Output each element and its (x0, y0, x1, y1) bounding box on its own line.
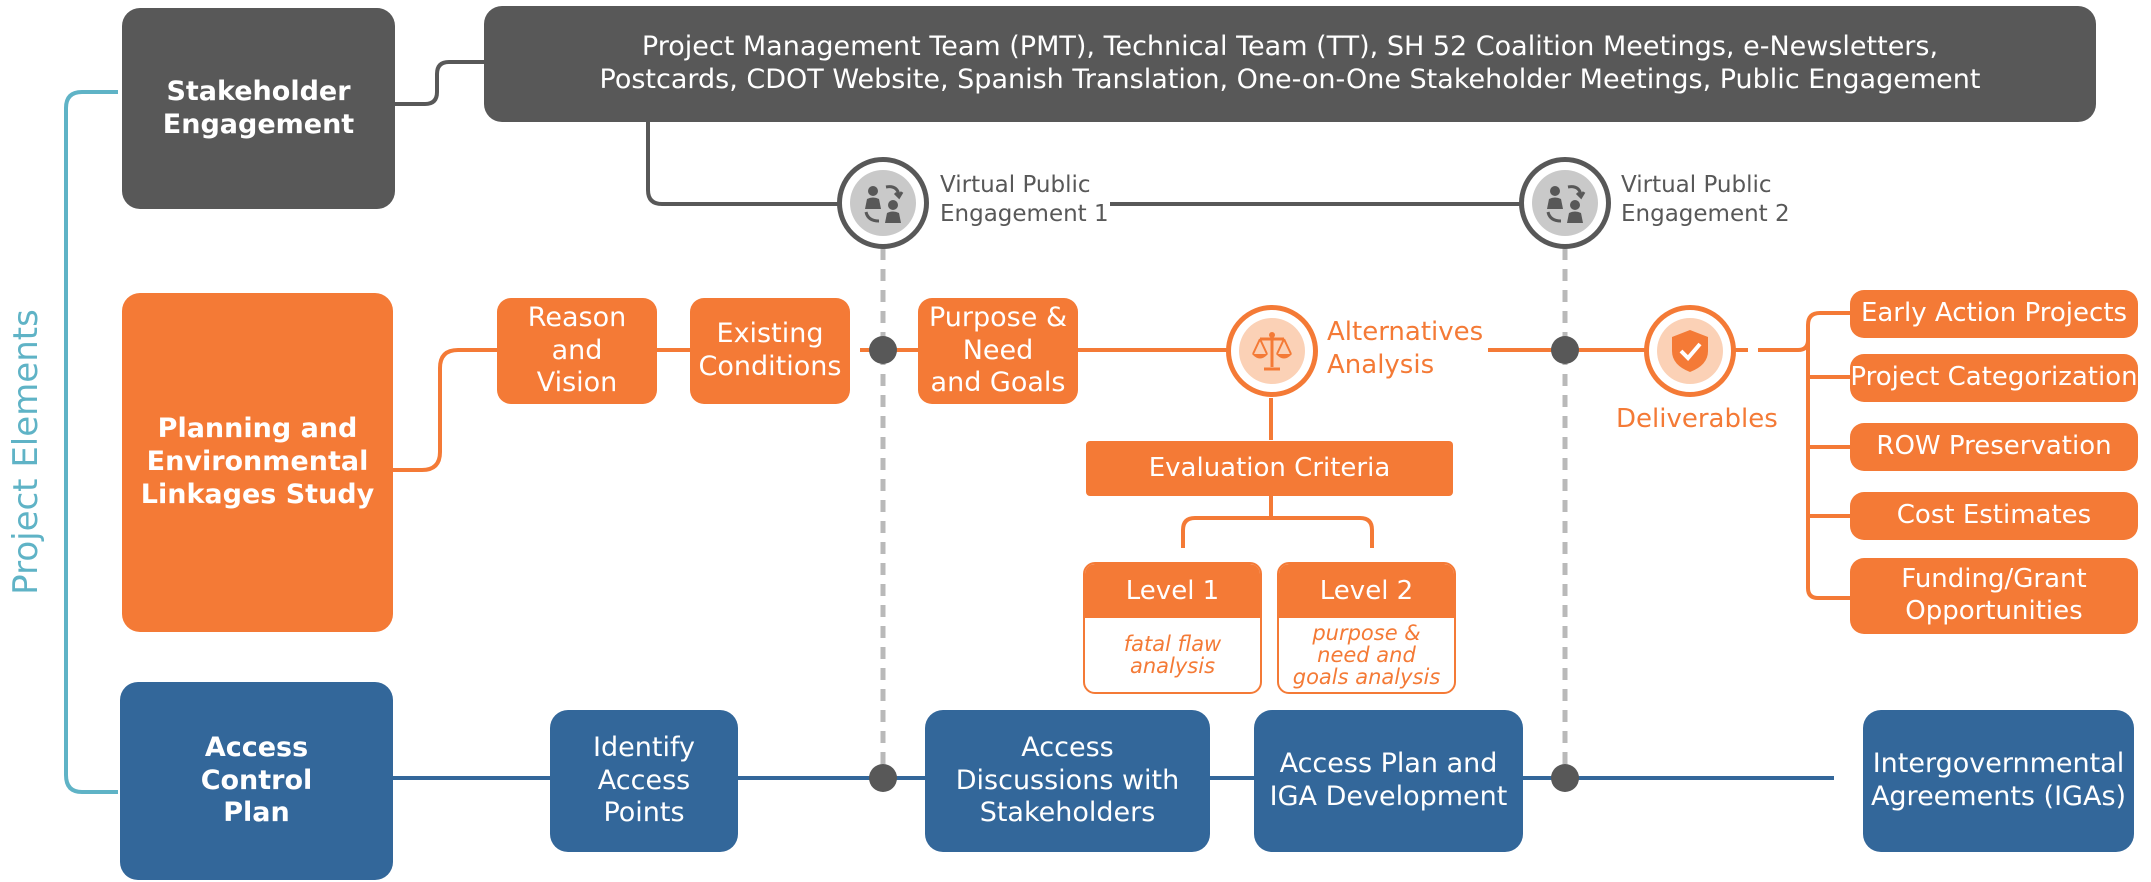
level-2-title: Level 2 (1279, 564, 1454, 618)
planning-title-line2: Environmental (146, 446, 369, 478)
level-2-box: Level 2 purpose & need and goals analysi… (1277, 562, 1456, 694)
virtual-engagement-1-line2: Engagement 1 (940, 200, 1109, 227)
discussions-line1: Access (1021, 731, 1114, 763)
level-1-description: fatal flaw analysis (1085, 618, 1260, 692)
level-2-sub-line3: goals analysis (1292, 665, 1441, 690)
virtual-engagement-1-marker (837, 157, 929, 249)
discussions-line2: Discussions with (955, 764, 1180, 796)
people-exchange-icon (864, 185, 904, 223)
planning-link (393, 348, 497, 472)
identify-line3: Points (603, 797, 685, 829)
deliverable-label-line1: Funding/Grant (1901, 564, 2087, 595)
level-2-sub-line2: need and (1317, 642, 1416, 667)
planning-title-line3: Linkages Study (140, 478, 375, 510)
shield-check-icon (1672, 330, 1708, 372)
banner-to-engagement-line (646, 122, 845, 206)
stakeholder-link (395, 60, 484, 106)
access-control-plan-box: Access Control Plan (120, 682, 393, 880)
access-plan-line1: Access Plan and (1279, 748, 1498, 780)
access-title-line2: Control (200, 764, 313, 796)
banner-line-1: Project Management Team (PMT), Technical… (641, 31, 1939, 63)
discussions-line3: Stakeholders (979, 797, 1156, 829)
identify-access-points-box: Identify Access Points (550, 710, 738, 852)
reason-line3: Vision (536, 367, 618, 399)
project-elements-bracket (64, 90, 118, 794)
access-title-line3: Plan (223, 797, 290, 829)
reason-and-vision-box: Reason and Vision (497, 298, 657, 404)
intergovernmental-agreements-box: Intergovernmental Agreements (IGAs) (1863, 710, 2134, 852)
level-1-sub-line2: analysis (1129, 654, 1216, 678)
milestone-dot-access-2 (1551, 764, 1579, 792)
deliverable-label: Project Categorization (1850, 362, 2138, 393)
reason-line1: Reason (527, 301, 627, 333)
deliverable-label: Cost Estimates (1896, 500, 2092, 531)
project-elements-label: Project Elements (6, 309, 46, 595)
evaluation-criteria-label: Evaluation Criteria (1148, 452, 1391, 483)
deliverable-project-categorization: Project Categorization (1850, 354, 2138, 402)
planning-study-box: Planning and Environmental Linkages Stud… (122, 293, 393, 632)
identify-line1: Identify (593, 731, 695, 763)
milestone-dot-planning-2 (1551, 336, 1579, 364)
access-title-line1: Access (204, 731, 309, 763)
banner-line-2: Postcards, CDOT Website, Spanish Transla… (599, 64, 1981, 95)
stakeholder-engagement-title: Stakeholder Engagement (162, 75, 355, 140)
level-1-title: Level 1 (1085, 564, 1260, 618)
level-1-box: Level 1 fatal flaw analysis (1083, 562, 1262, 694)
planning-title-line1: Planning and (157, 413, 358, 445)
stakeholder-engagement-box: Stakeholder Engagement (122, 8, 395, 209)
virtual-engagement-1-line1: Virtual Public (940, 172, 1091, 198)
deliverable-cost-estimates: Cost Estimates (1850, 492, 2138, 540)
identify-line2: Access (597, 764, 691, 796)
existing-conditions-box: Existing Conditions (690, 298, 850, 404)
criteria-split-line (1181, 496, 1374, 548)
deliverable-label-line2: Opportunities (1905, 596, 2083, 626)
access-discussions-box: Access Discussions with Stakeholders (925, 710, 1210, 852)
existing-line2: Conditions (698, 351, 842, 382)
alternatives-line1: Alternatives (1327, 317, 1484, 347)
alternatives-analysis-label: Alternatives Analysis (1327, 316, 1483, 381)
deliverables-tree (1758, 311, 1850, 600)
virtual-engagement-2-line2: Engagement 2 (1621, 200, 1790, 227)
purpose-and-need-box: Purpose & Need and Goals (918, 298, 1078, 404)
milestone-dot-access-1 (869, 764, 897, 792)
level-1-sub-line1: fatal flaw (1123, 631, 1222, 656)
reason-line2: and (551, 334, 603, 366)
alternatives-analysis-marker (1226, 305, 1318, 397)
virtual-engagement-2-label: Virtual Public Engagement 2 (1621, 171, 1790, 229)
deliverables-label: Deliverables (1616, 404, 1778, 434)
stakeholder-activities-banner: Project Management Team (PMT), Technical… (484, 6, 2096, 122)
deliverables-marker (1644, 305, 1736, 397)
virtual-engagement-2-line1: Virtual Public (1621, 172, 1772, 198)
virtual-engagement-2-marker (1519, 157, 1611, 249)
access-plan-line2: IGA Development (1269, 781, 1508, 812)
milestone-dot-planning-1 (869, 336, 897, 364)
purpose-line1: Purpose & (929, 301, 1067, 333)
purpose-line3: and Goals (930, 367, 1066, 399)
purpose-line2: Need (962, 334, 1034, 366)
balance-scale-icon (1252, 332, 1292, 371)
deliverable-label: ROW Preservation (1876, 431, 2112, 462)
access-plan-iga-development-box: Access Plan and IGA Development (1254, 710, 1523, 852)
deliverable-row-preservation: ROW Preservation (1850, 423, 2138, 471)
level-2-description: purpose & need and goals analysis (1279, 618, 1454, 692)
virtual-engagement-1-label: Virtual Public Engagement 1 (940, 171, 1109, 229)
existing-line1: Existing (716, 318, 824, 350)
people-exchange-icon (1546, 185, 1586, 223)
level-2-sub-line1: purpose & (1312, 620, 1421, 645)
deliverable-label: Early Action Projects (1860, 298, 2128, 329)
evaluation-criteria-box: Evaluation Criteria (1086, 441, 1453, 496)
igas-line1: Intergovernmental (1872, 748, 2125, 780)
deliverable-early-action-projects: Early Action Projects (1850, 290, 2138, 338)
igas-line2: Agreements (IGAs) (1870, 781, 2127, 812)
deliverable-funding-grant-opportunities: Funding/Grant Opportunities (1850, 558, 2138, 634)
alternatives-line2: Analysis (1327, 349, 1435, 380)
